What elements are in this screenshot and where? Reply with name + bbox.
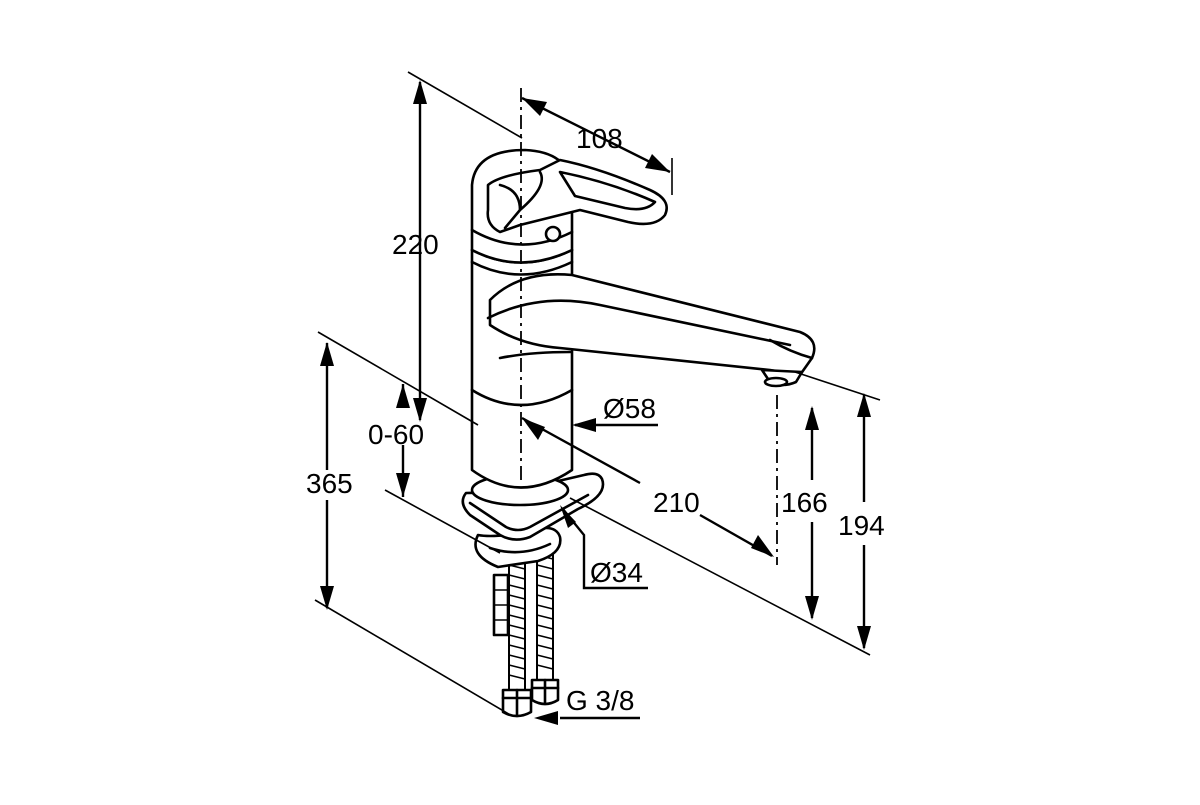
dim-label-220: 220 [392, 229, 439, 260]
dim-label-166: 166 [781, 487, 828, 518]
dim-label-210: 210 [653, 487, 700, 518]
dimension-lines [314, 71, 881, 725]
dim-label-108: 108 [576, 123, 623, 154]
lever-handle [486, 158, 668, 234]
faucet-illustration [461, 88, 816, 718]
dim-label-o58: Ø58 [603, 393, 656, 424]
dim-label-365: 365 [306, 468, 353, 499]
supply-hoses [492, 529, 560, 718]
dim-label-g38: G 3/8 [566, 685, 634, 716]
dim-label-194: 194 [838, 510, 885, 541]
dimension-labels: 220 108 0-60 365 Ø58 210 166 194 Ø34 G 3… [306, 123, 885, 716]
dim-label-o34: Ø34 [590, 557, 643, 588]
dim-label-0-60: 0-60 [368, 419, 424, 450]
